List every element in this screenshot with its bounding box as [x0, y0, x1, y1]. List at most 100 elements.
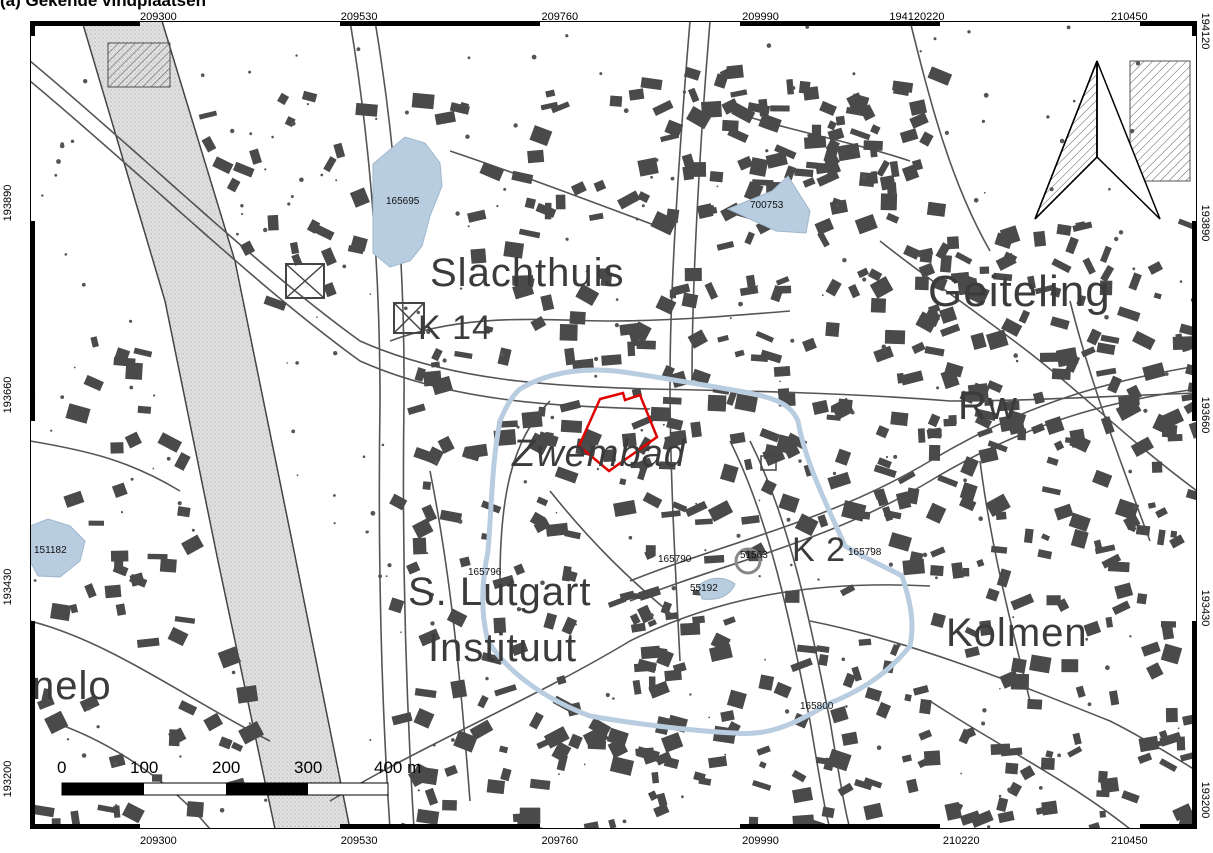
- building-253: [930, 565, 944, 577]
- known-sites: [30, 136, 915, 737]
- building-373: [1070, 529, 1089, 549]
- road-13: [30, 620, 271, 742]
- tree-dot-136: [612, 697, 615, 700]
- building-547: [65, 403, 91, 424]
- building-347: [653, 803, 670, 818]
- road-11: [749, 440, 851, 829]
- tree-dot-242: [129, 385, 134, 390]
- tree-dot-199: [764, 658, 766, 661]
- building-24: [717, 334, 729, 343]
- k14-square: [393, 302, 425, 334]
- building-106: [503, 241, 525, 259]
- tree-dot-239: [985, 397, 990, 402]
- building-461: [630, 622, 646, 633]
- building-118: [650, 211, 678, 236]
- tree-dot-106: [1132, 505, 1138, 510]
- building-293: [1138, 735, 1160, 753]
- building-387: [937, 474, 959, 488]
- tick-top-3: 209990: [742, 11, 779, 23]
- building-292: [951, 562, 964, 579]
- site-151182-area[interactable]: [30, 518, 86, 578]
- building-8: [636, 340, 656, 350]
- tree-dot-155: [166, 456, 171, 461]
- study-area[interactable]: [577, 391, 659, 473]
- building-343: [648, 680, 670, 699]
- tree-dot-256: [433, 743, 436, 747]
- tree-dot-50: [662, 423, 665, 426]
- tree-dot-156: [670, 176, 675, 181]
- building-295: [1023, 528, 1034, 544]
- tree-dot-94: [758, 499, 761, 502]
- building-571: [113, 347, 131, 364]
- building-591: [1050, 316, 1070, 330]
- building-383: [995, 511, 1007, 521]
- tree-dot-249: [919, 50, 922, 53]
- site-165695-area[interactable]: [372, 136, 443, 268]
- tree-dot-201: [640, 428, 644, 432]
- building-494: [603, 449, 616, 463]
- tree-dot-236: [70, 500, 73, 503]
- tree-dot-203: [550, 415, 555, 420]
- road-12: [30, 440, 181, 492]
- building-186: [851, 666, 863, 682]
- building-635: [900, 370, 924, 386]
- building-158: [1111, 600, 1131, 616]
- tree-dot-34: [970, 457, 972, 460]
- tree-dot-83: [387, 563, 392, 568]
- tree-dot-165: [671, 586, 676, 591]
- tree-dot-254: [381, 443, 385, 447]
- building-199: [827, 471, 852, 490]
- tree-dot-88: [70, 139, 75, 143]
- building-554: [125, 362, 143, 380]
- site-51563-area[interactable]: [734, 547, 762, 575]
- site-700753-area[interactable]: [726, 175, 811, 234]
- building-659: [232, 161, 255, 178]
- map-canvas[interactable]: Slachthuis K 14 Geiteling Rw Zwembad K 2…: [30, 21, 1197, 829]
- building-590: [1117, 306, 1141, 322]
- building-526: [181, 534, 204, 556]
- tree-dot-99: [426, 552, 429, 555]
- tree-dot-105: [429, 592, 434, 597]
- north-arrow-icon: [1034, 60, 1161, 220]
- tick-top-5: 210450: [1110, 11, 1148, 23]
- building-428: [412, 537, 427, 555]
- tick-top-0: 209300: [140, 11, 177, 23]
- building-477: [665, 612, 679, 621]
- building-341: [978, 446, 999, 464]
- building-342: [1161, 622, 1175, 640]
- vegetation-dots: [32, 25, 1197, 829]
- building-348: [773, 681, 792, 699]
- building-359: [1160, 643, 1183, 665]
- building-137: [423, 370, 442, 387]
- k2-square: [760, 455, 777, 471]
- tree-dot-162: [893, 454, 898, 459]
- building-81: [816, 170, 840, 187]
- building-144: [912, 685, 929, 696]
- building-607: [1082, 257, 1096, 275]
- building-501: [413, 708, 435, 729]
- building-148: [647, 790, 659, 801]
- tick-left-2: 193430: [2, 569, 14, 606]
- site-55192-area[interactable]: [697, 577, 736, 600]
- building-242: [919, 698, 932, 715]
- building-364: [785, 590, 800, 603]
- building-245: [719, 463, 739, 483]
- building-584: [1099, 280, 1113, 296]
- building-705: [876, 159, 890, 177]
- building-599: [1128, 272, 1142, 291]
- building-640: [1027, 275, 1036, 290]
- building-499: [459, 556, 471, 568]
- tree-dot-29: [404, 306, 408, 311]
- building-1: [758, 113, 782, 133]
- building-124: [918, 262, 936, 278]
- building-583: [1031, 422, 1045, 435]
- tick-bottom-3: 209990: [742, 835, 779, 847]
- building-339: [909, 551, 924, 565]
- tree-dot-198: [335, 179, 338, 182]
- building-603: [1177, 218, 1196, 230]
- road-20: [449, 150, 671, 232]
- building-111: [928, 303, 941, 315]
- tree-dot-150: [299, 177, 304, 183]
- site-label-165798: 165798: [848, 547, 882, 558]
- building-462: [560, 419, 583, 434]
